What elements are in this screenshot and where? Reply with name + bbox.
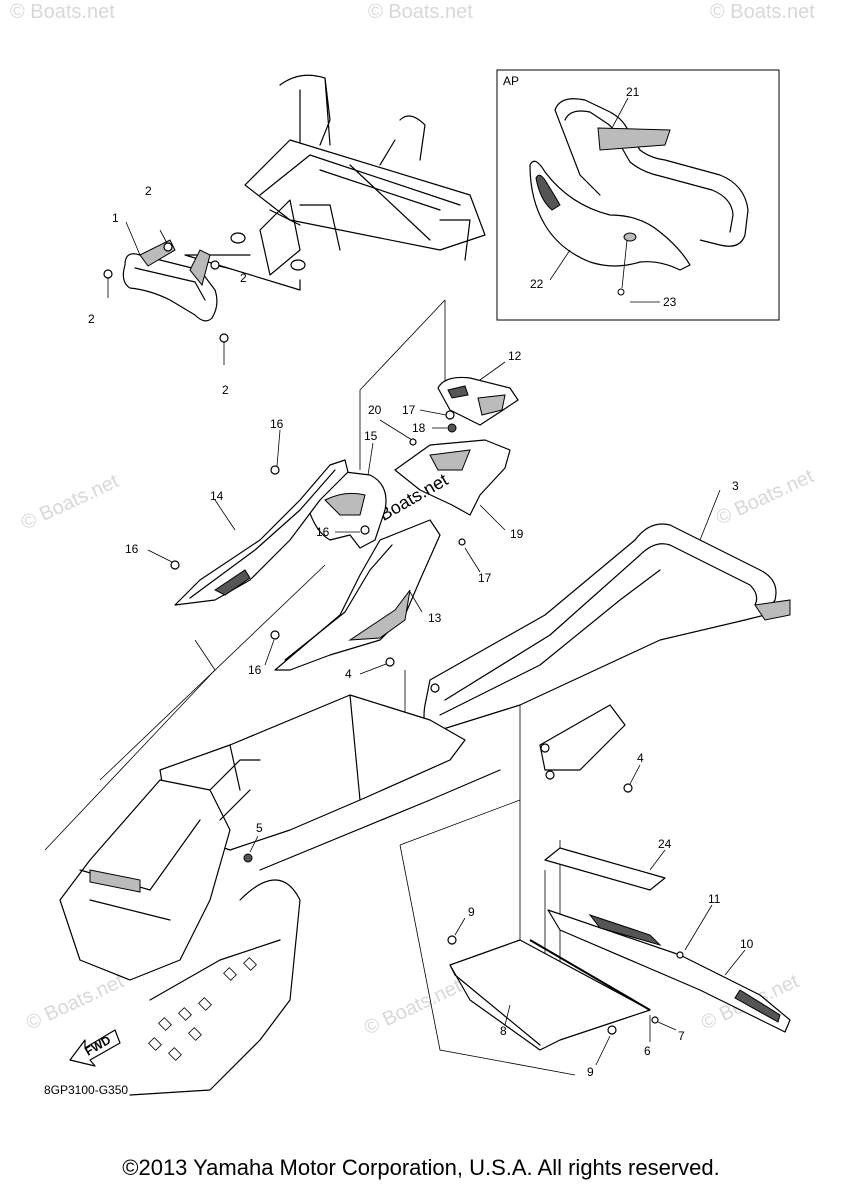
callout-16: 16 — [270, 417, 284, 431]
callout-15: 15 — [364, 429, 378, 443]
callout-14: 14 — [210, 489, 224, 503]
callout-10: 10 — [740, 937, 754, 951]
chassis-tunnel — [59, 694, 501, 1096]
front-frame — [184, 74, 486, 291]
callout-4: 4 — [637, 751, 644, 765]
watermark: © Boats.net — [361, 975, 466, 1039]
callout-8: 8 — [500, 1024, 507, 1038]
callout-2: 2 — [145, 184, 152, 198]
callout-20: 20 — [368, 403, 382, 417]
callout-12: 12 — [508, 349, 522, 363]
fwd-arrow-icon: FWD — [69, 1029, 121, 1067]
callout-23: 23 — [663, 295, 677, 309]
copyright-notice: ©2013 Yamaha Motor Corporation, U.S.A. A… — [122, 1155, 720, 1180]
callout-6: 6 — [644, 1044, 651, 1058]
callout-16: 16 — [316, 525, 330, 539]
callout-22: 22 — [530, 277, 544, 291]
part-12 — [437, 361, 519, 426]
callout-3: 3 — [732, 479, 739, 493]
part-24 — [544, 847, 666, 891]
part-3-rear-bumper — [359, 489, 791, 793]
callout-11: 11 — [708, 892, 721, 906]
callout-5: 5 — [256, 821, 263, 835]
inset-label: AP — [503, 74, 519, 88]
part-14-side-panel — [147, 429, 349, 666]
watermark: © Boats.net — [710, 1, 815, 23]
callout-13: 13 — [428, 611, 442, 625]
callout-19: 19 — [510, 527, 524, 541]
callout-18: 18 — [412, 421, 426, 435]
watermark: © Boats.net — [18, 470, 123, 534]
callout-16: 16 — [248, 663, 262, 677]
diagram-code: 8GP3100-G350 — [44, 1083, 128, 1097]
callout-4: 4 — [345, 667, 352, 681]
part-1-grab-bar — [103, 221, 236, 365]
part-10-trim — [547, 909, 791, 1033]
callout-9: 9 — [468, 905, 475, 919]
callout-17: 17 — [402, 403, 416, 417]
part-19 — [394, 439, 511, 573]
watermark: © Boats.net — [713, 465, 818, 529]
inset-ap: AP 21 22 23 — [496, 69, 780, 321]
callout-24: 24 — [658, 837, 672, 851]
part-8-step — [447, 917, 677, 1066]
watermark: © Boats.net — [368, 1, 473, 23]
callout-17: 17 — [478, 571, 492, 585]
callout-2: 2 — [240, 271, 247, 285]
watermark: © Boats.net — [10, 1, 115, 23]
callout-7: 7 — [678, 1029, 685, 1043]
track-holes — [148, 957, 257, 1061]
part-13-side-panel — [274, 519, 441, 671]
callout-2: 2 — [222, 383, 229, 397]
callout-1: 1 — [112, 211, 119, 225]
callout-21: 21 — [626, 85, 640, 99]
callout-16: 16 — [125, 542, 139, 556]
callout-9: 9 — [587, 1065, 594, 1079]
callout-2: 2 — [88, 312, 95, 326]
watermark: © Boats.net — [23, 970, 128, 1034]
